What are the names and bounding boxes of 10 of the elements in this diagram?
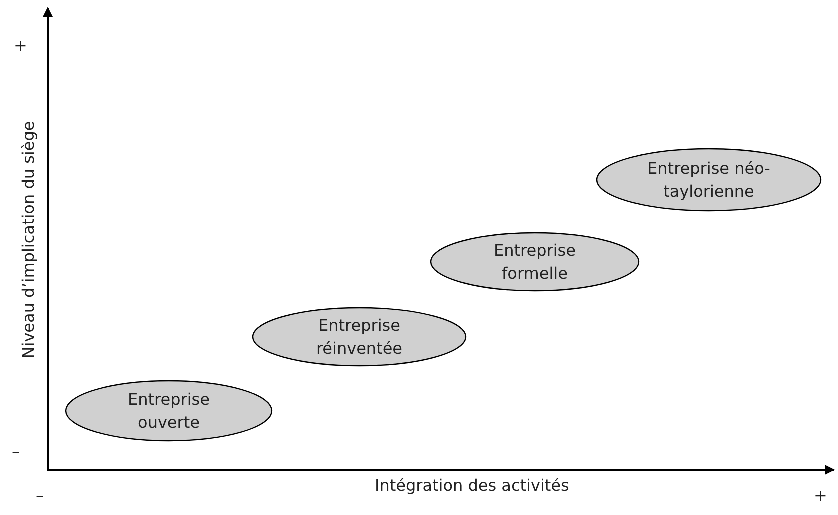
minus-sign: – (12, 442, 20, 461)
axis-title: Intégration des activités (375, 476, 570, 495)
node-label: Entreprise réinventée (315, 315, 404, 360)
node-label: Entreprise ouverte (127, 389, 211, 434)
node-label: Entreprise néo-taylorienne (646, 158, 772, 203)
plus-sign: + (814, 486, 828, 505)
axis-title: Niveau d’implication du siège (19, 121, 38, 359)
node-label: Entreprise formelle (493, 240, 577, 285)
minus-sign: – (36, 486, 44, 505)
plus-sign: + (14, 36, 28, 55)
